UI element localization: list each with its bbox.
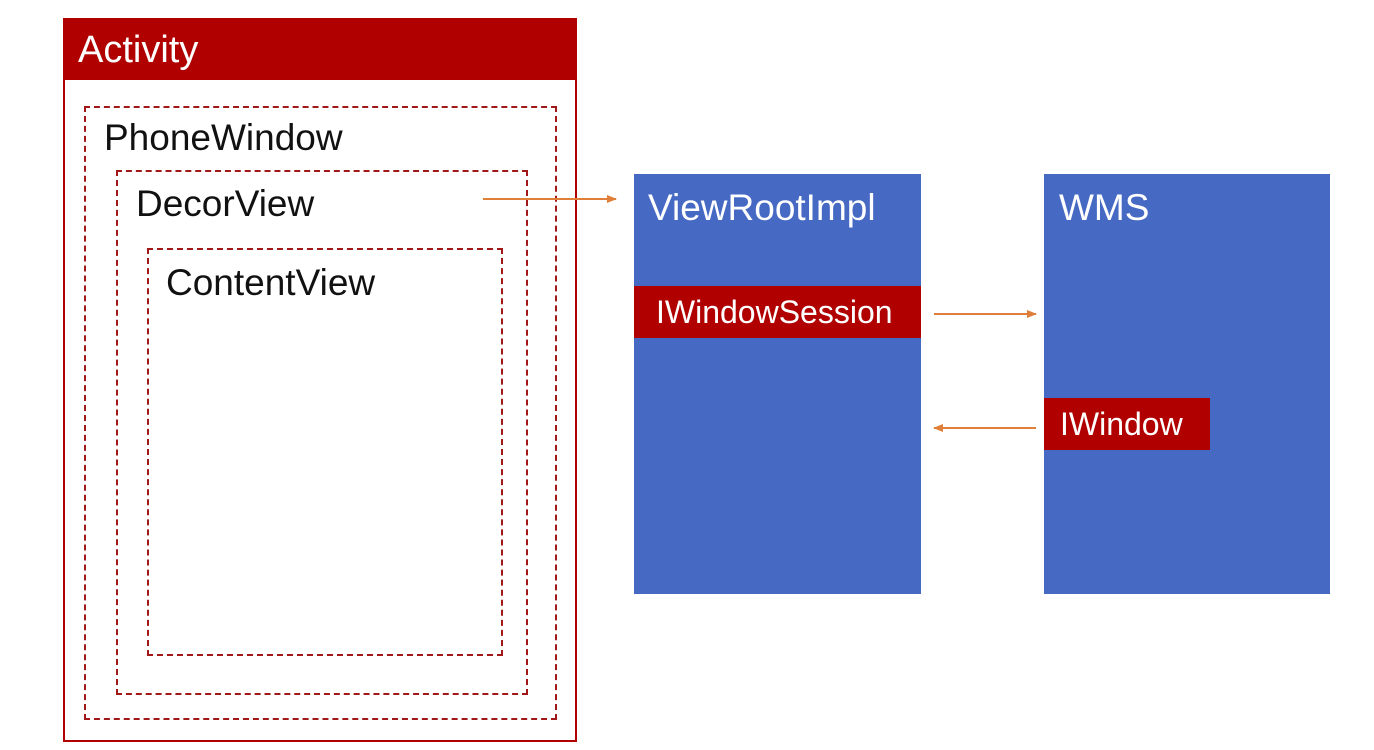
contentview-label: ContentView [166,262,376,303]
decorview-label: DecorView [136,183,315,224]
viewrootimpl-box [634,174,921,594]
wms-label: WMS [1059,187,1150,228]
phonewindow-label: PhoneWindow [104,117,343,158]
contentview-box [147,248,503,656]
activity-header [63,18,577,80]
iwindow-label: IWindow [1060,406,1183,442]
phonewindow-box [84,106,557,720]
iwindowsession-tag [634,286,921,338]
iwindow-tag [1044,398,1210,450]
activity-title: Activity [78,29,199,71]
wms-box [1044,174,1330,594]
iwindowsession-label: IWindowSession [656,294,893,330]
decorview-box [116,170,528,695]
viewrootimpl-label: ViewRootImpl [648,187,876,228]
